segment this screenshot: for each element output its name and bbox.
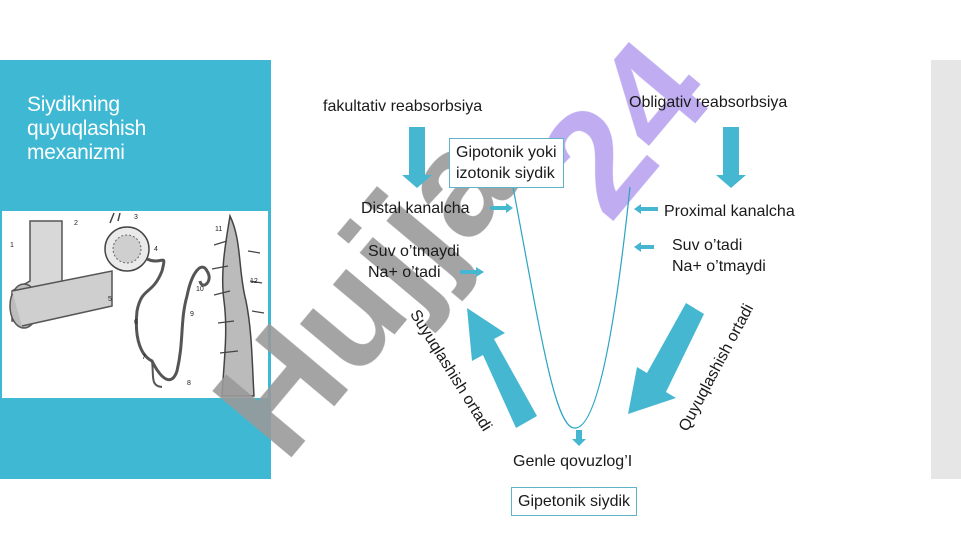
distal-sodium-arrow [460, 267, 484, 277]
obligatory-reabsorption-label: Obligativ reabsorbsiya [629, 94, 788, 111]
part-number-9: 9 [190, 311, 194, 318]
part-number-8: 8 [187, 380, 191, 387]
distal-right-arrow [490, 203, 513, 213]
hypertonic-urine-box: Gipetonik siydik [511, 487, 638, 516]
part-number-3: 3 [134, 214, 138, 221]
henle-loop-curve [512, 186, 631, 429]
part-number-4: 4 [154, 246, 158, 253]
proximal-left-arrow [634, 204, 658, 214]
right-side-bar [931, 60, 961, 479]
proximal-properties-label: Suv o’tadi Na+ o’tmaydi [672, 237, 766, 275]
part-number-6: 6 [134, 319, 138, 326]
dilution-up-arrow [467, 308, 537, 428]
henle-loop-label: Genle qovuzlog’I [513, 453, 633, 470]
concentration-down-arrow [628, 303, 704, 414]
part-number-10: 10 [196, 286, 204, 293]
part-number-12: 12 [250, 278, 258, 285]
nephron-drawing: 1 2 3 4 5 6 7 8 9 10 11 12 [9, 212, 265, 397]
part-number-1: 1 [10, 242, 14, 249]
proximal-tubule-label: Proximal kanalcha [664, 203, 795, 220]
part-number-5: 5 [108, 296, 112, 303]
facultative-reabsorption-label: fakultativ reabsorbsiya [323, 98, 483, 115]
obligatory-down-arrow [716, 127, 746, 188]
watermark: Hujja 24 [181, 10, 742, 486]
loop-down-arrow [572, 430, 586, 446]
distal-tubule-label: Distal kanalcha [361, 200, 470, 217]
distal-properties-label: Suv o’tmaydi Na+ o’tadi [368, 243, 460, 281]
proximal-water-arrow [634, 242, 654, 252]
hypotonic-isotonic-urine-box: Gipotonik yoki izotonik siydik [449, 138, 564, 188]
part-number-2: 2 [74, 220, 78, 227]
part-number-11: 11 [215, 226, 222, 233]
facultative-down-arrow [402, 127, 432, 188]
slide-title: Siydikning quyuqlashish mexanizmi [27, 93, 146, 164]
part-number-7: 7 [142, 354, 146, 361]
nephron-illustration: 1 2 3 4 5 6 7 8 9 10 11 12 [2, 211, 268, 398]
